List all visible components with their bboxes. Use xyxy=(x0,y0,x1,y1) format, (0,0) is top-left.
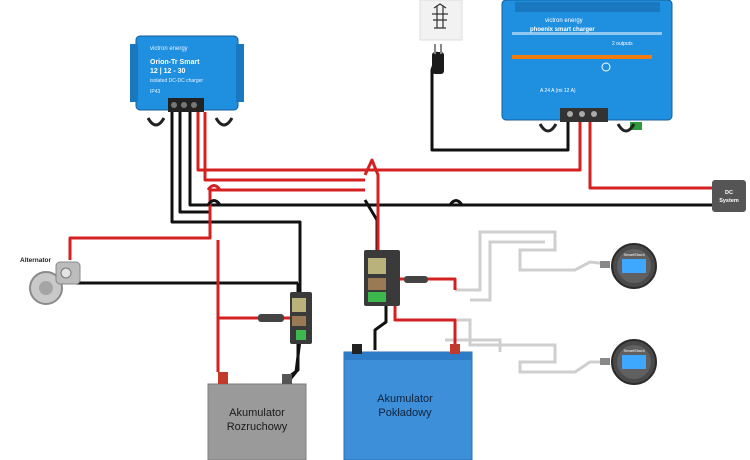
wire-crossings xyxy=(206,184,464,206)
battery-positive-terminal xyxy=(218,372,228,384)
terminal-screw xyxy=(591,111,597,117)
monitor-connector xyxy=(600,261,610,268)
battery-monitor-lower: SmartShunt xyxy=(600,339,657,385)
dc-system: DC System xyxy=(712,180,746,212)
phoenix-title: phoenix smart charger xyxy=(530,27,595,33)
terminal-screw xyxy=(567,111,573,117)
phoenix-charger: victron energy phoenix smart charger 2 o… xyxy=(501,0,673,133)
monitor-display xyxy=(622,355,646,369)
orion-spec: IP43 xyxy=(150,89,161,95)
orion-charger: victron energy Orion-Tr Smart 12 | 12 - … xyxy=(130,35,244,127)
dc-system-line1: DC xyxy=(725,190,733,196)
orion-title-line1: Orion-Tr Smart xyxy=(150,59,200,66)
junction-house xyxy=(364,250,428,306)
orion-title-line2: 12 | 12 - 30 xyxy=(150,68,186,75)
orion-subtitle: isolated DC-DC charger xyxy=(150,78,203,84)
terminal-screw xyxy=(579,111,585,117)
battery-start-line1: Akumulator xyxy=(229,407,285,419)
terminal-screw xyxy=(171,102,177,108)
mains-socket xyxy=(419,0,463,41)
monitor-connector xyxy=(600,358,610,365)
battery-start-line2: Rozruchowy xyxy=(227,421,288,433)
terminal-screw xyxy=(181,102,187,108)
inline-fuse xyxy=(404,276,428,283)
alternator: Alternator xyxy=(20,257,81,305)
monitor-brand: SmartShunt xyxy=(623,348,645,353)
power-plug xyxy=(432,44,444,74)
terminal-screw xyxy=(191,102,197,108)
sense-cables xyxy=(445,230,609,374)
phoenix-brand: victron energy xyxy=(545,18,583,24)
alternator-label: Alternator xyxy=(20,257,52,264)
monitor-display xyxy=(622,259,646,273)
phoenix-orange-stripe xyxy=(512,55,652,59)
orion-brand: victron energy xyxy=(150,46,188,52)
battery-monitor-upper: SmartShunt xyxy=(600,243,657,289)
positive-wires xyxy=(68,110,720,372)
battery-house-line2: Pokładowy xyxy=(378,407,432,419)
monitor-brand: SmartShunt xyxy=(623,252,645,257)
inline-fuse xyxy=(258,314,284,322)
dc-system-line2: System xyxy=(719,198,739,204)
battery-house: Akumulator Pokładowy xyxy=(343,344,473,460)
phoenix-model: 2 outputs xyxy=(612,41,633,47)
bluetooth-icon xyxy=(601,62,611,72)
battery-negative-terminal xyxy=(282,374,292,384)
battery-positive-terminal xyxy=(450,344,460,354)
battery-start: Akumulator Rozruchowy xyxy=(207,372,307,460)
battery-negative-terminal xyxy=(352,344,362,354)
junction-start xyxy=(258,292,312,344)
battery-house-line1: Akumulator xyxy=(377,393,433,405)
phoenix-rating: A 24 A (mi 12 A) xyxy=(540,88,576,94)
power-pylon-icon xyxy=(432,3,448,29)
